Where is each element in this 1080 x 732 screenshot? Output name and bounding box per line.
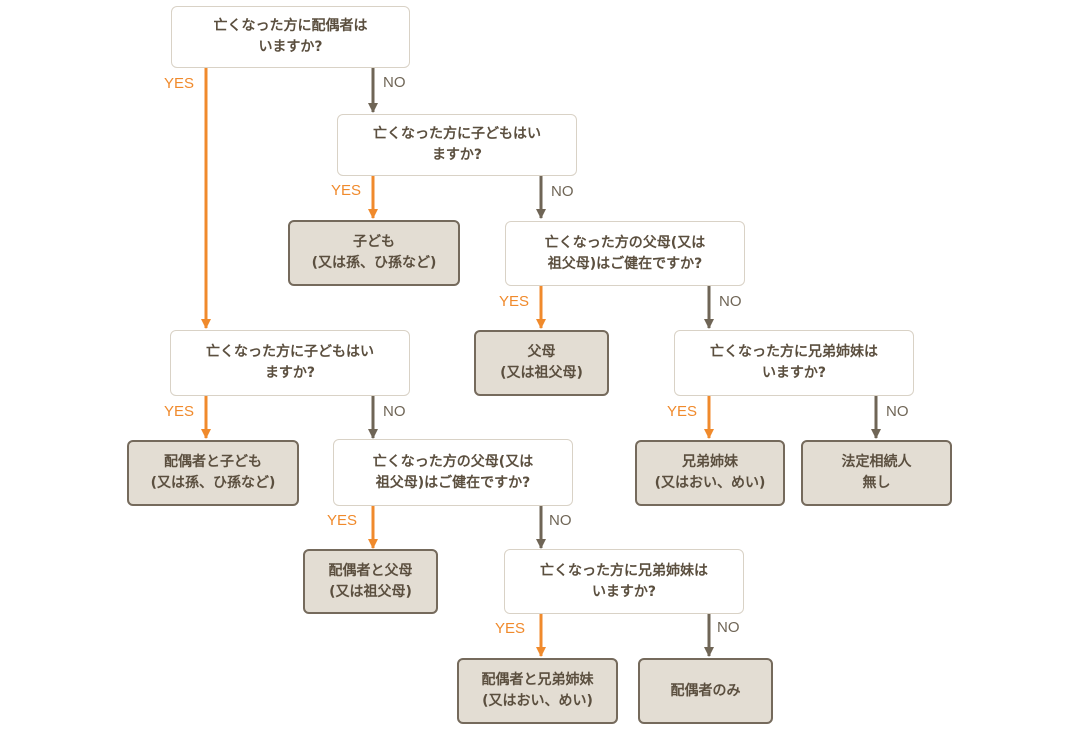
result-spouse-siblings: 配偶者と兄弟姉妹 (又はおい、めい) — [457, 658, 618, 724]
yes-label: YES — [327, 512, 358, 529]
yes-label: YES — [331, 182, 362, 199]
result-parents: 父母 (又は祖父母) — [474, 330, 609, 396]
yes-label: YES — [164, 403, 195, 420]
no-label: NO — [717, 619, 740, 636]
result-spouse-children: 配偶者と子ども (又は孫、ひ孫など) — [127, 440, 299, 506]
question-siblings-spouse: 亡くなった方に兄弟姉妹は いますか? — [504, 549, 744, 614]
question-children: 亡くなった方に子どもはい ますか? — [337, 114, 577, 176]
yes-label: YES — [499, 293, 530, 310]
no-label: NO — [719, 293, 742, 310]
no-label: NO — [551, 183, 574, 200]
result-siblings: 兄弟姉妹 (又はおい、めい) — [635, 440, 785, 506]
question-children-spouse: 亡くなった方に子どもはい ますか? — [170, 330, 410, 396]
question-spouse: 亡くなった方に配偶者は いますか? — [171, 6, 410, 68]
no-label: NO — [549, 512, 572, 529]
result-children: 子ども (又は孫、ひ孫など) — [288, 220, 460, 286]
no-label: NO — [886, 403, 909, 420]
question-parents: 亡くなった方の父母(又は 祖父母)はご健在ですか? — [505, 221, 745, 286]
yes-label: YES — [495, 620, 526, 637]
question-siblings: 亡くなった方に兄弟姉妹は いますか? — [674, 330, 914, 396]
result-no-heir: 法定相続人 無し — [801, 440, 952, 506]
result-spouse-parents: 配偶者と父母 (又は祖父母) — [303, 549, 438, 614]
result-spouse-only: 配偶者のみ — [638, 658, 773, 724]
no-label: NO — [383, 403, 406, 420]
question-parents-spouse: 亡くなった方の父母(又は 祖父母)はご健在ですか? — [333, 439, 573, 506]
no-label: NO — [383, 74, 406, 91]
yes-label: YES — [164, 75, 195, 92]
yes-label: YES — [667, 403, 698, 420]
